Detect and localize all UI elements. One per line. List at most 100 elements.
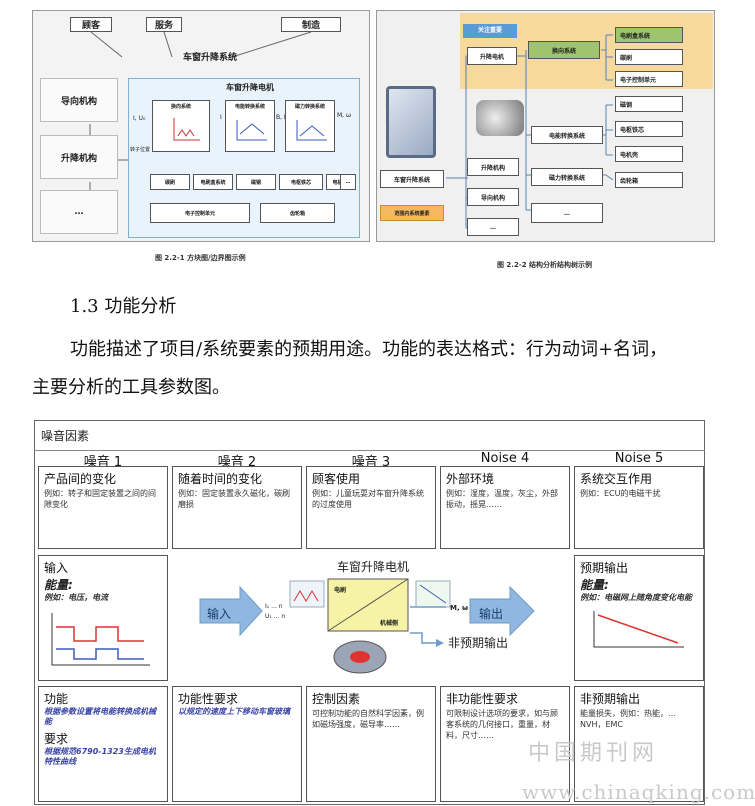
fig1-sub-electric: 电能转换系统: [225, 100, 275, 152]
pd-func-req-cell: 功能性要求 以规定的速度上下移动车窗玻璃: [172, 686, 302, 802]
pd-noise-cell-3: 顾客使用 例如：儿童玩耍对车窗升降系统的过度使用: [306, 466, 436, 549]
watermark-cn: 中国期刊网: [528, 741, 659, 766]
pd-noise-cell-5-desc: 例如：ECU的电磁干扰: [580, 489, 661, 498]
fig1-system-title: 车窗升降系统: [182, 53, 237, 63]
fig2-guide: 导向机构: [467, 188, 519, 206]
fig2-motor-image: [476, 100, 524, 136]
pd-noise-cell-3-desc: 例如：儿童玩耍对车窗升降系统的过度使用: [312, 489, 424, 509]
fig1-top-box-service: 服务: [146, 17, 182, 32]
pd-inner-label-1: 电刷: [334, 587, 347, 594]
fig2-caption: 图 2.2-2 结构分析结构树示例: [497, 261, 593, 269]
pd-noise-cell-4-desc: 例如：湿度，温度，灰尘，外部振动，摇晃……: [446, 489, 558, 509]
pd-noise-header-5: Noise 5: [614, 451, 664, 466]
pd-function-title: 功能: [44, 692, 69, 706]
fig2-tag: 关注重要: [463, 24, 517, 38]
fig2-motor: 升降电机: [467, 47, 517, 65]
pd-unexpected-title: 非预期输出: [580, 692, 641, 706]
fig1-top-box-customer: 顾客: [70, 17, 112, 32]
pd-function-desc: 根据参数设置将电能转换成机械能: [44, 707, 156, 727]
pd-noise-cell-4: 外部环境 例如：湿度，温度，灰尘，外部振动，摇晃……: [440, 466, 570, 549]
pd-expected-energy: 能量:: [580, 578, 609, 592]
pd-center-out-label: M, ω: [450, 604, 469, 612]
pd-noise-header-4: Noise 4: [480, 451, 530, 466]
fig1-io-rotor: 转子位置: [130, 147, 151, 153]
pd-noise-cell-1-title: 产品间的变化: [44, 472, 117, 486]
pd-input-cell: 输入 能量: 例如：电压，电流: [38, 555, 168, 681]
fig2-comm-item-3: 电子控制单元: [615, 71, 683, 87]
pd-input-waveform: [51, 613, 150, 666]
pd-func-req-title: 功能性要求: [178, 692, 239, 706]
pd-arrow-in-label: 输入: [207, 607, 232, 621]
pd-center-graphic: [199, 578, 535, 674]
pd-noise-cell-2-desc: 例如：固定装置永久磁化，碳刷磨损: [178, 489, 290, 509]
fig1-sub-commutation-label: 换向系统: [170, 104, 191, 110]
pd-inner-label-2: 机械侧: [380, 620, 399, 627]
fig1-bottom-brush: 碳刷: [150, 174, 190, 190]
pd-unexpected-desc: 能量损失，例如：热能，…NVH，EMC: [580, 709, 676, 729]
pd-requirement-title: 要求: [44, 731, 69, 746]
fig1-ecu: 电子控制单元: [150, 203, 250, 223]
pd-noise-cell-5: 系统交互作用 例如：ECU的电磁干扰: [574, 466, 704, 549]
fig2-root: 车窗升降系统: [380, 170, 444, 188]
pd-noise-cell-2-title: 随着时间的变化: [178, 472, 263, 486]
pd-expected-title: 预期输出: [580, 561, 629, 575]
fig1-caption: 图 2.2-1 方块图/边界图示例: [155, 254, 246, 262]
fig2-elec-item-3: 电机壳: [615, 146, 683, 162]
watermark-url: www.chinaqking.com: [522, 780, 755, 804]
pd-noise-cell-3-title: 顾客使用: [312, 472, 361, 486]
pd-expected-cell: 预期输出 能量: 例如：电磁网上随角度变化电能: [574, 555, 704, 681]
fig2-elec-item-1: 磁钢: [615, 96, 683, 112]
fig2-elec: 电能转换系统: [531, 126, 603, 144]
fig1-bottom-magnet: 磁钢: [236, 174, 276, 190]
pd-control-title: 控制因素: [312, 692, 361, 706]
fig2-commutation: 换向系统: [528, 41, 600, 59]
pd-noise-factor-title: 噪音因素: [41, 429, 90, 443]
paragraph-line-1: 功能描述了项目/系统要素的预期用途。功能的表达格式：行为动词+名词，: [70, 339, 668, 360]
fig1-bottom-brushbox: 电刷盒系统: [193, 174, 233, 190]
fig2-other-more: …: [531, 203, 603, 223]
fig2-mag-item-1: 齿轮箱: [615, 172, 683, 188]
pd-center-in-label-2: U₁ ... n: [265, 613, 286, 620]
fig1-io-i: I: [220, 114, 222, 121]
p-diagram: [34, 420, 705, 805]
pd-center-title: 车窗升降电机: [336, 560, 409, 574]
fig1-gearbox: 齿轮箱: [260, 203, 335, 223]
section-heading: 1.3 功能分析: [70, 296, 177, 317]
pd-nonfunc-title: 非功能性要求: [446, 692, 519, 706]
fig1-left-block-guide: 导向机构: [40, 78, 118, 122]
pd-noise-cell-1: 产品间的变化 例如：转子和固定装置之间的间隙变化: [38, 466, 168, 549]
fig2-lift: 升降机构: [467, 158, 519, 176]
fig1-sub-electric-label: 电能转换系统: [234, 104, 265, 110]
fig2-elec-item-2: 电枢铁芯: [615, 121, 683, 137]
paragraph-line-2: 主要分析的工具参数图。: [32, 377, 230, 398]
pd-noise-cell-1-desc: 例如：转子和固定装置之间的间隙变化: [44, 489, 156, 509]
fig1-top-box-manufacturing: 制造: [281, 17, 341, 32]
pd-noise-cell-2: 随着时间的变化 例如：固定装置永久磁化，碳刷磨损: [172, 466, 302, 549]
pd-noise-cell-5-title: 系统交互作用: [580, 472, 653, 486]
fig1-bottom-more: …: [340, 174, 356, 190]
fig1-io-out: M, ω: [337, 112, 352, 119]
fig2-root-sub: 范围内系统要素: [380, 205, 444, 221]
pd-input-example: 例如：电压，电流: [44, 593, 108, 602]
pd-control-cell: 控制因素 可控制功能的自然科学因素，例如磁场强度，磁导率……: [306, 686, 436, 802]
pd-expected-curve: [593, 611, 684, 648]
pd-noise-divider: [34, 450, 705, 451]
fig2-more: …: [467, 218, 519, 236]
fig2-mag: 磁力转换系统: [531, 168, 603, 186]
pd-noise-cell-4-title: 外部环境: [446, 472, 495, 486]
pd-input-title: 输入: [44, 561, 69, 575]
pd-func-req-desc: 以规定的速度上下移动车窗玻璃: [178, 707, 290, 716]
fig2-door-image: [386, 86, 436, 158]
fig1-sub-magnetic-label: 磁力转换系统: [294, 104, 325, 110]
pd-input-energy: 能量:: [44, 578, 73, 592]
fig1-motor-title: 车窗升降电机: [226, 83, 274, 92]
pd-center-in-label-1: I₁ ... n: [265, 603, 283, 610]
fig1-sub-magnetic: 磁力转换系统: [285, 100, 335, 152]
fig1-io-bh: B, H: [276, 114, 289, 121]
pd-control-desc: 可控制功能的自然科学因素，例如磁场强度，磁导率……: [312, 709, 424, 729]
fig1-sub-commutation: 换向系统: [152, 100, 210, 152]
fig2-comm-item-1: 电刷盒系统: [615, 27, 683, 43]
pd-nonfunc-cell: 非功能性要求 可限制设计选项的要求，如与顾客系统的几何接口，重量，材料，尺寸……: [440, 686, 570, 802]
pd-unexpected-output-label: 非预期输出: [448, 636, 509, 650]
pd-function-cell: 功能 根据参数设置将电能转换成机械能 要求 根据规范6790-1323生成电机特…: [38, 686, 168, 802]
